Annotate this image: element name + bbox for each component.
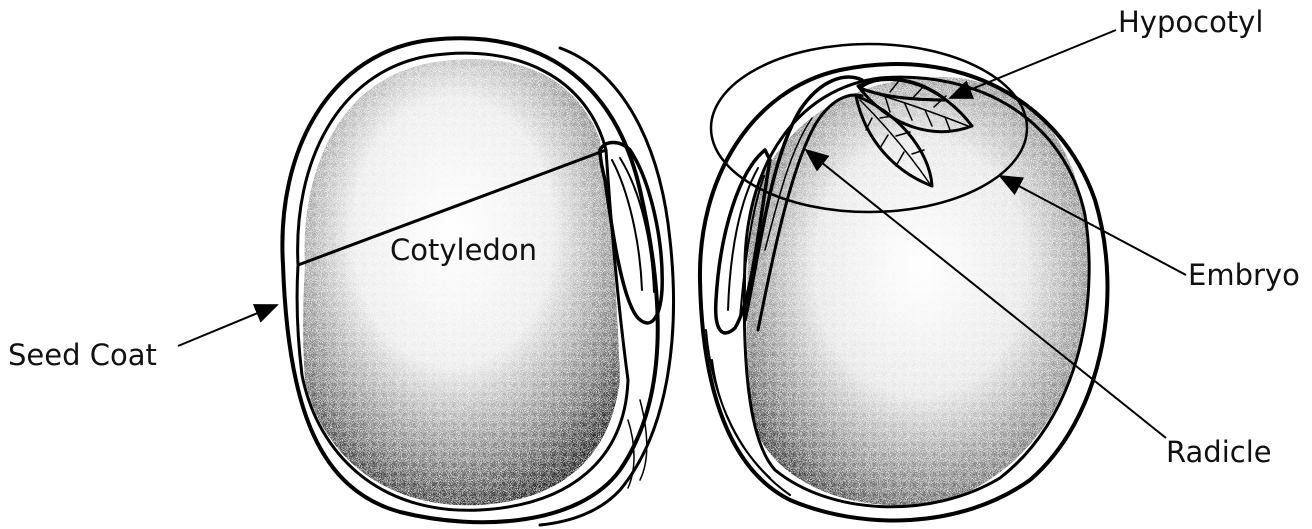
label-embryo: Embryo <box>1188 258 1300 292</box>
label-hypocotyl: Hypocotyl <box>1118 5 1263 39</box>
left-seed-half <box>280 38 673 525</box>
right-seed-half <box>700 60 1110 520</box>
arrow-seed-coat <box>178 305 277 346</box>
label-cotyledon: Cotyledon <box>390 233 537 267</box>
label-radicle: Radicle <box>1166 435 1272 469</box>
arrow-hypocotyl <box>950 30 1116 98</box>
label-seed-coat: Seed Coat <box>8 338 157 372</box>
